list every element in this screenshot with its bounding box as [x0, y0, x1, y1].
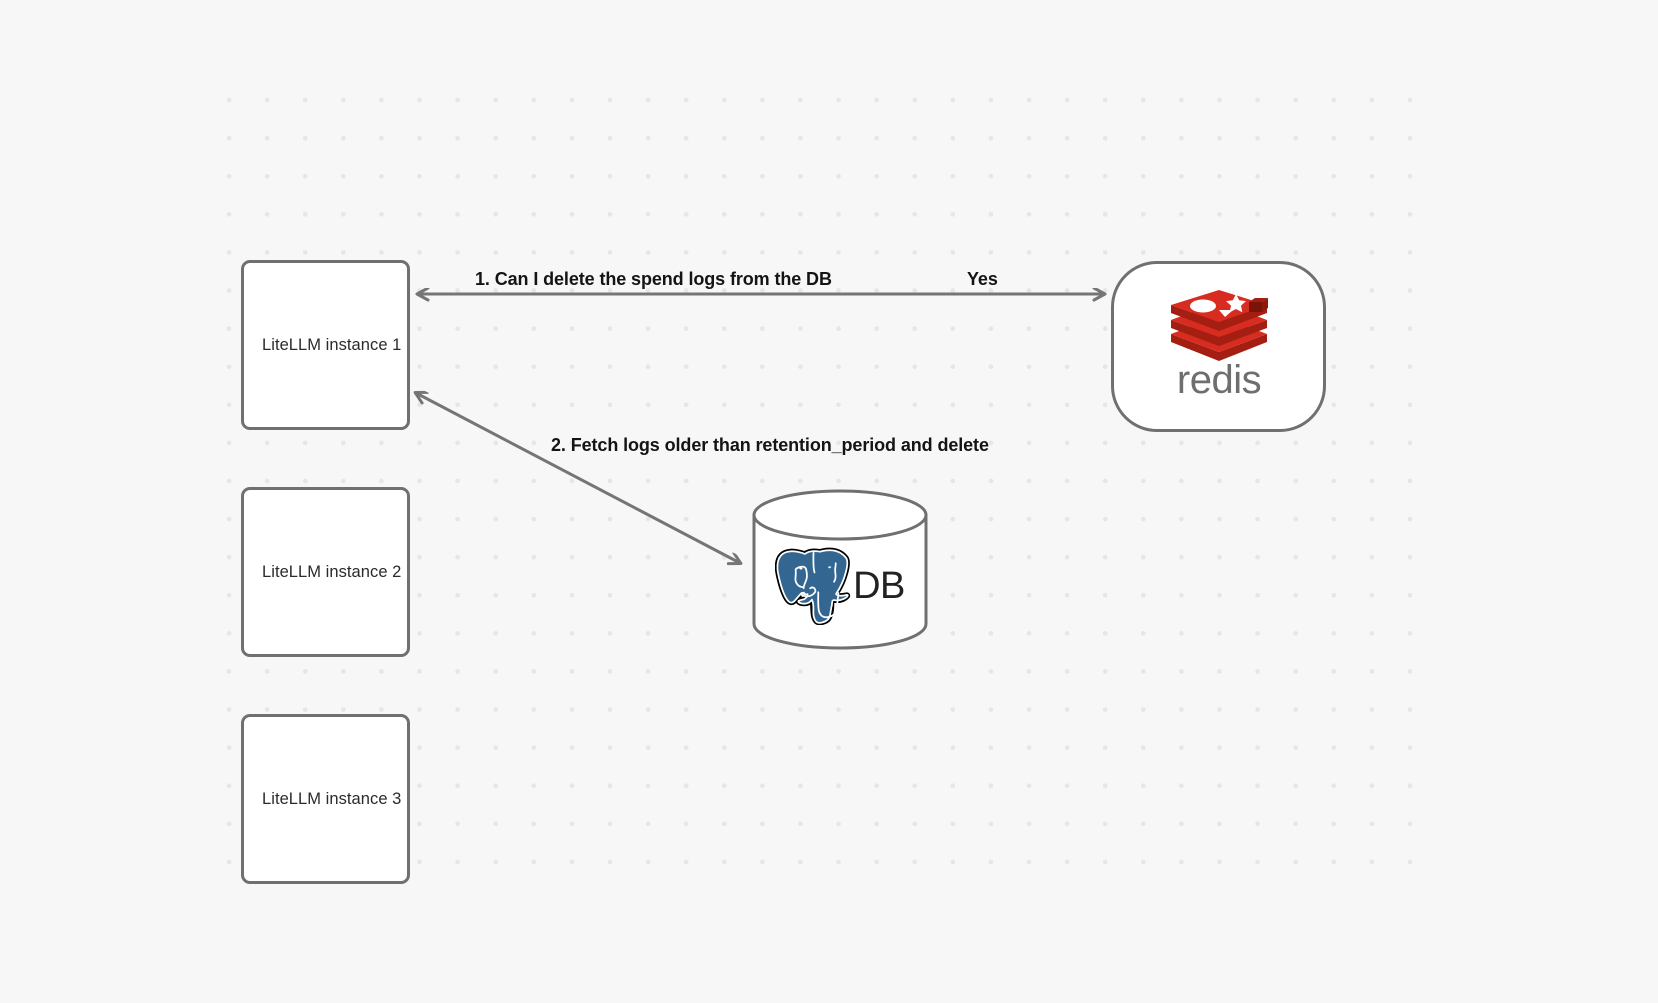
node-litellm-instance-2[interactable]: LiteLLM instance 2 [241, 487, 410, 657]
redis-wordmark-icon: redis [1176, 360, 1261, 402]
node-litellm-instance-1[interactable]: LiteLLM instance 1 [241, 260, 410, 430]
node-litellm-instance-3-label: LiteLLM instance 3 [262, 789, 402, 808]
edge-litellm1-db [416, 393, 740, 563]
redis-stack-icon [1170, 289, 1268, 361]
node-litellm-instance-1-label: LiteLLM instance 1 [262, 335, 402, 354]
node-litellm-instance-2-label: LiteLLM instance 2 [262, 562, 402, 581]
edge-label-fetch-delete: 2. Fetch logs older than retention_perio… [551, 435, 989, 455]
edge-label-response: Yes [967, 269, 998, 289]
edge-line-db [416, 393, 740, 563]
redis-wordmark-text: redis [1176, 360, 1260, 402]
postgresql-elephant-icon [775, 547, 851, 625]
redis-logo: redis [1164, 289, 1274, 402]
database-logo-row: DB [752, 541, 928, 631]
node-litellm-instance-3[interactable]: LiteLLM instance 3 [241, 714, 410, 884]
database-label: DB [853, 565, 905, 607]
node-database[interactable]: DB [752, 489, 928, 650]
edge-label-request: 1. Can I delete the spend logs from the … [475, 269, 832, 289]
node-redis[interactable]: redis [1111, 261, 1326, 432]
